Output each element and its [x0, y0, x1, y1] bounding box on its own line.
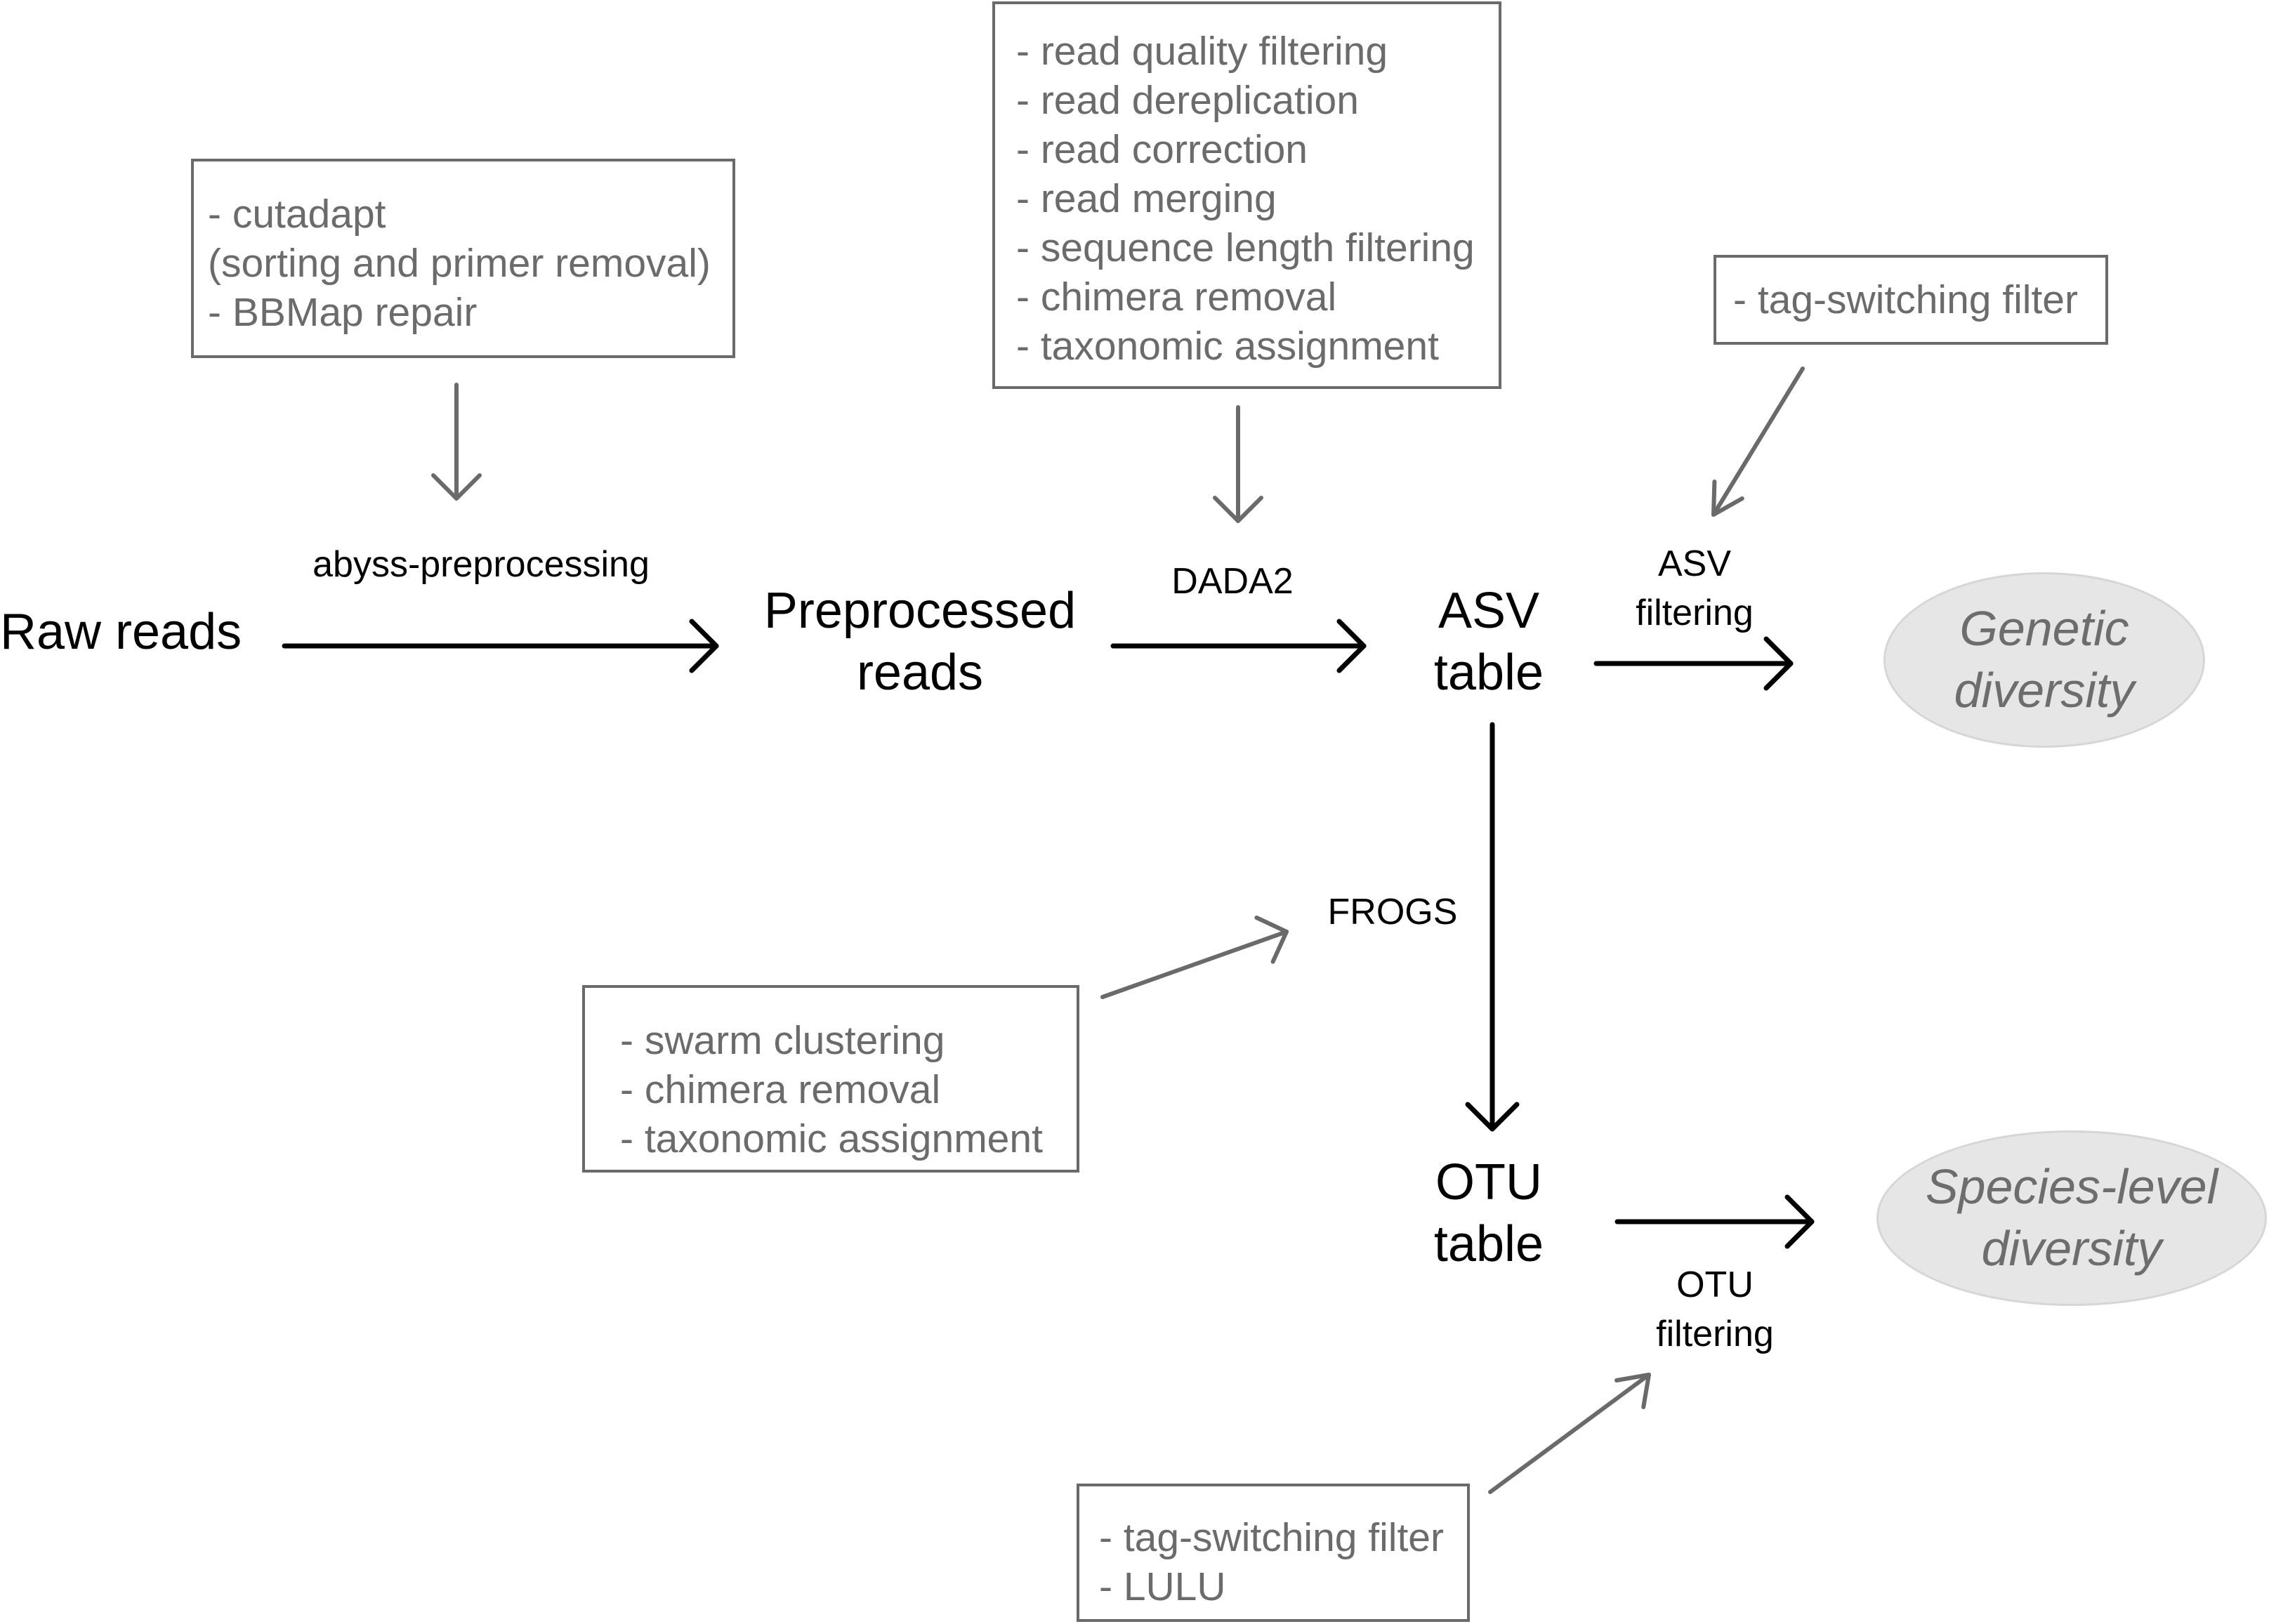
step-label-line: ASV — [1657, 543, 1732, 584]
arrow-raw-to-preprocessed — [282, 619, 719, 673]
outcome-label-line: Species-level — [1925, 1159, 2218, 1214]
species-diversity-label: Species-level diversity — [1876, 1156, 2267, 1279]
box-line: - tag-switching filter — [1099, 1515, 1444, 1560]
step-abyss-preprocessing: abyss-preprocessing — [270, 540, 692, 589]
outcome-label-line: diversity — [1954, 663, 2135, 718]
outcome-label-line: Genetic — [1959, 601, 2129, 656]
node-label-line: reads — [856, 645, 984, 701]
frogs-steps-box: - swarm clustering - chimera removal - t… — [582, 985, 1079, 1173]
box-line: - read correction — [1016, 127, 1308, 172]
step-otu-filtering: OTU filtering — [1610, 1260, 1820, 1359]
step-frogs: FROGS — [1287, 887, 1498, 937]
node-raw-reads: Raw reads — [0, 601, 260, 663]
genetic-diversity-label: Genetic diversity — [1883, 598, 2205, 721]
box-line: - swarm clustering — [620, 1018, 945, 1063]
box-line: - taxonomic assignment — [1016, 324, 1439, 369]
step-label-line: filtering — [1636, 593, 1754, 633]
preprocessing-tools-box: - cutadapt (sorting and primer removal) … — [191, 159, 735, 358]
step-dada2: DADA2 — [1096, 557, 1369, 606]
arrow-otu-to-species — [1614, 1194, 1815, 1249]
box-line: (sorting and primer removal) — [208, 241, 711, 286]
box-line: - read quality filtering — [1016, 29, 1388, 74]
step-label: FROGS — [1327, 892, 1458, 932]
box-line: - taxonomic assignment — [620, 1116, 1043, 1161]
node-preprocessed-reads: Preprocessed reads — [744, 580, 1096, 704]
tag-switching-box: - tag-switching filter — [1714, 255, 2108, 345]
box-line: - cutadapt — [208, 192, 386, 237]
node-label-line: Preprocessed — [763, 583, 1077, 639]
arrow-dada2-box-down — [1213, 405, 1263, 523]
arrow-asv-to-genetic — [1593, 636, 1794, 691]
box-line: - LULU — [1099, 1564, 1226, 1609]
dada2-steps-box: - read quality filtering - read dereplic… — [992, 1, 1501, 389]
arrow-asv-to-otu — [1465, 722, 1520, 1132]
step-label: abyss-preprocessing — [313, 544, 650, 585]
node-label-line: table — [1433, 645, 1544, 701]
box-line: - sequence length filtering — [1016, 225, 1475, 270]
otu-filter-box: - tag-switching filter - LULU — [1077, 1484, 1470, 1622]
genetic-diversity-ellipse — [1883, 572, 2205, 748]
outcome-label-line: diversity — [1981, 1221, 2162, 1276]
step-asv-filtering: ASV filtering — [1589, 539, 1800, 638]
node-asv-table: ASV table — [1383, 580, 1594, 704]
main-arrows — [282, 619, 1815, 1249]
arrow-preprocessing-box-down — [431, 383, 482, 501]
node-label-line: OTU — [1435, 1154, 1542, 1210]
arrow-frogs-box-to-frogs — [1100, 916, 1289, 999]
node-label-line: table — [1433, 1216, 1544, 1272]
box-line: - BBMap repair — [208, 290, 478, 335]
species-diversity-ellipse — [1876, 1130, 2267, 1306]
box-line: - tag-switching filter — [1733, 277, 2078, 322]
step-label-line: OTU — [1676, 1265, 1754, 1305]
box-line: - chimera removal — [1016, 275, 1337, 319]
node-label: Raw reads — [0, 604, 242, 660]
box-line: - read merging — [1016, 176, 1277, 221]
step-label-line: filtering — [1656, 1314, 1774, 1354]
box-line: - read dereplication — [1016, 78, 1359, 123]
side-arrows — [431, 367, 1805, 1494]
node-otu-table: OTU table — [1383, 1151, 1594, 1275]
arrow-tag-filter-to-asv-filtering — [1711, 367, 1805, 517]
step-label: DADA2 — [1171, 561, 1294, 602]
node-label-line: ASV — [1438, 583, 1540, 639]
arrow-otu-box-to-otu-filtering — [1488, 1373, 1651, 1494]
arrow-preprocessed-to-asv — [1110, 619, 1367, 673]
box-line: - chimera removal — [620, 1067, 941, 1112]
